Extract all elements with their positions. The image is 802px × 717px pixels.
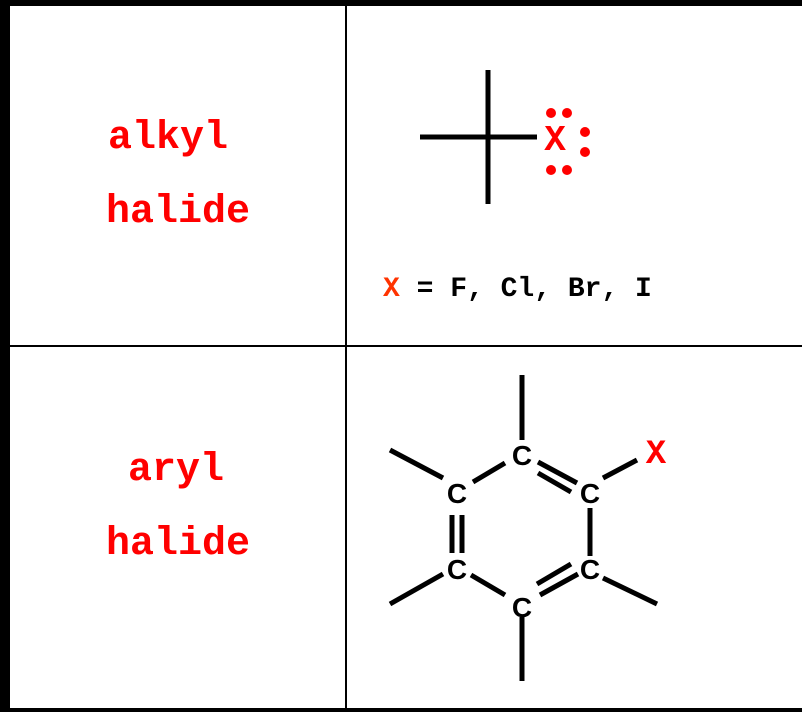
alkyl-halogen-symbol: X xyxy=(544,120,566,161)
aryl-label-line1: aryl xyxy=(128,448,224,493)
carbon-atom: C xyxy=(447,554,467,585)
alkyl-structure: X xyxy=(420,70,590,204)
aryl-halogen-substituent: X xyxy=(646,436,667,474)
lone-pair-dots xyxy=(546,108,590,175)
carbon-atom: C xyxy=(580,478,600,509)
aryl-halide-row: aryl halide xyxy=(106,375,667,681)
ring-carbon-atoms: C C C C C C xyxy=(447,440,600,623)
alkyl-label-line2: halide xyxy=(106,190,250,235)
alkyl-halide-row: alkyl halide X X = F, Cl, Br, I xyxy=(106,70,652,305)
halogen-definition: X = F, Cl, Br, I xyxy=(383,274,652,305)
alkyl-label-line1: alkyl xyxy=(108,116,228,161)
halogen-definition-x: X xyxy=(383,274,400,305)
benzene-ring-structure xyxy=(388,375,659,681)
carbon-atom: C xyxy=(447,478,467,509)
carbon-atom: C xyxy=(580,554,600,585)
aryl-label-line2: halide xyxy=(106,522,250,567)
halogen-definition-list: = F, Cl, Br, I xyxy=(400,274,652,305)
carbon-atom: C xyxy=(512,440,532,471)
carbon-atom: C xyxy=(512,592,532,623)
